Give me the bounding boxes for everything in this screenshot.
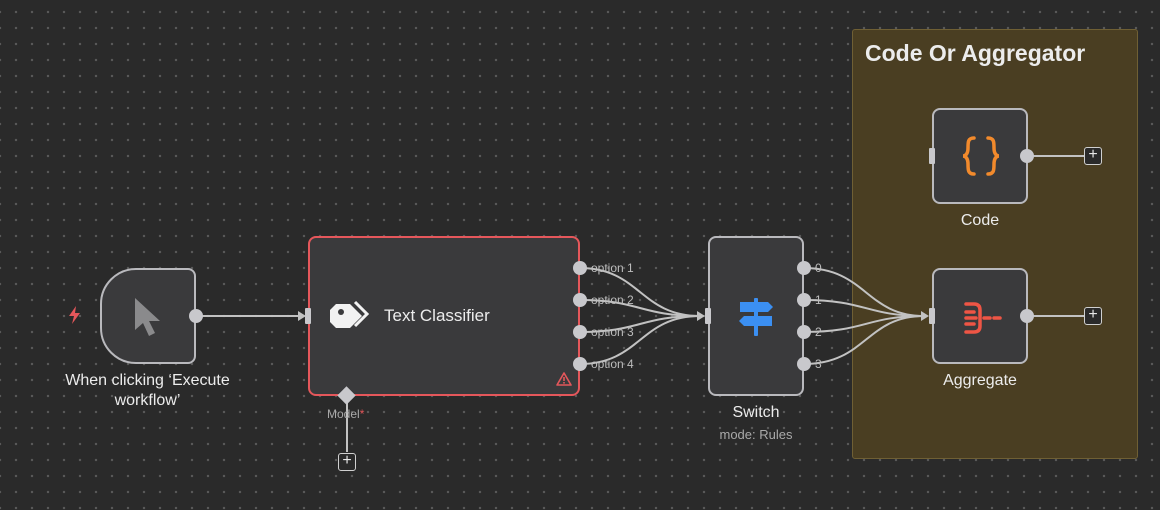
manual-trigger-node[interactable]: [100, 268, 196, 364]
output-label-2: 2: [815, 325, 822, 339]
output-label-3: 3: [815, 357, 822, 371]
arrow-head: [298, 311, 306, 321]
switch-label: Switch: [732, 404, 780, 421]
signpost-icon: [736, 296, 776, 341]
aggregate-icon: [962, 298, 1004, 343]
required-mark: *: [359, 407, 365, 421]
switch-node[interactable]: [708, 236, 804, 396]
output-label-option-2: option 2: [591, 293, 634, 307]
sticky-note[interactable]: Code Or Aggregator: [852, 29, 1138, 459]
tags-icon: [328, 298, 370, 339]
code-label: Code: [960, 212, 1000, 229]
aggregate-label: Aggregate: [943, 372, 1017, 389]
cursor-icon: [132, 296, 166, 345]
code-node[interactable]: [932, 108, 1028, 204]
text-classifier-node[interactable]: Text Classifier: [308, 236, 580, 396]
connection-option3-switch: [579, 315, 701, 333]
model-label-text: Model: [327, 407, 360, 421]
arrow-head: [921, 311, 929, 321]
output-label-option-1: option 1: [591, 261, 634, 275]
output-label-option-3: option 3: [591, 325, 634, 339]
trigger-label-line1: When clicking ‘Execute: [65, 372, 230, 389]
switch-subtitle: mode: Rules: [719, 427, 793, 442]
text-classifier-title: Text Classifier: [384, 306, 490, 325]
connection-switch0-aggregate: [803, 267, 925, 317]
add-node-after-code-button[interactable]: +: [1084, 147, 1102, 165]
connection-switch2-aggregate: [803, 315, 925, 333]
output-label-0: 0: [815, 261, 822, 275]
add-model-button[interactable]: +: [338, 453, 356, 471]
connection-option1-switch: [579, 267, 701, 317]
arrow-head: [697, 311, 705, 321]
warning-icon[interactable]: [556, 372, 572, 391]
connection-switch3-aggregate: [803, 315, 925, 365]
model-input-label: Model*: [327, 407, 364, 421]
connection-option4-switch: [579, 315, 701, 365]
output-label-1: 1: [815, 293, 822, 307]
connection-switch1-aggregate: [803, 299, 925, 317]
trigger-label-line2: workflow’: [114, 392, 181, 409]
sticky-title: Code Or Aggregator: [865, 40, 1086, 66]
braces-icon: [960, 134, 1002, 183]
aggregate-node[interactable]: [932, 268, 1028, 364]
output-label-option-4: option 4: [591, 357, 634, 371]
trigger-label: When clicking ‘Execute workflow’: [40, 371, 255, 411]
connection-option2-switch: [579, 299, 701, 317]
lightning-bolt-icon: [67, 305, 83, 330]
add-node-after-aggregate-button[interactable]: +: [1084, 307, 1102, 325]
